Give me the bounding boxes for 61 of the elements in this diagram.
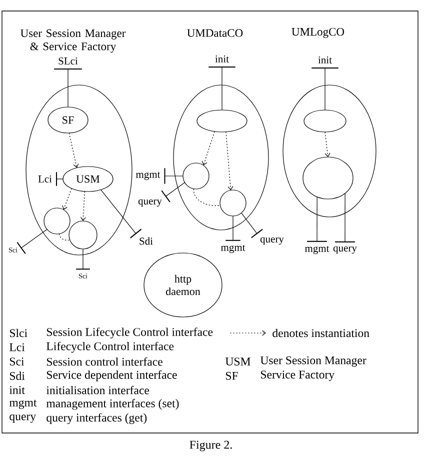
interface-line <box>54 68 82 108</box>
definition: Service dependent interface <box>46 370 177 382</box>
definition: Lifecycle Control interface <box>46 342 174 353</box>
interface-line <box>226 216 240 241</box>
caption: Figure 2. <box>190 440 232 452</box>
definition: management interfaces (set) <box>46 398 179 410</box>
object-circle <box>182 162 210 190</box>
interface-line <box>76 248 90 270</box>
dashed-arrow <box>202 131 215 166</box>
dashed-arrow <box>226 132 234 190</box>
abbreviation: SF <box>226 372 238 380</box>
interface-label: query <box>333 246 357 254</box>
interface-label: Lci <box>38 175 52 183</box>
interface-label: query <box>138 199 162 207</box>
interface-label: Sdi <box>140 237 153 245</box>
dashed-arrow <box>80 191 86 221</box>
heading: User Session Manager & Service Factory <box>20 29 126 53</box>
heading: UMDataCO <box>187 29 243 37</box>
object-ellipse <box>304 110 346 132</box>
dashed-arrow <box>62 188 72 210</box>
abbreviation: Slci <box>10 328 28 338</box>
interface-label: mgmt <box>220 244 246 254</box>
object-circle <box>68 220 98 250</box>
interface-line <box>16 229 48 254</box>
abbreviation: Lci <box>10 343 25 352</box>
object-ellipse <box>196 110 248 132</box>
dashed-arrow <box>324 132 330 157</box>
dotted-curve <box>58 234 70 241</box>
interface-line <box>161 182 186 202</box>
interface-label: SLci <box>58 57 78 65</box>
interface-label: query <box>260 237 284 245</box>
legend-text: denotes instantiation <box>272 328 370 338</box>
heading: UMLogCO <box>292 28 344 38</box>
interface-line <box>312 68 338 110</box>
interface-line <box>164 168 184 184</box>
dashed-arrow <box>68 132 79 168</box>
interface-label: init <box>215 55 229 63</box>
abbreviation: Sdi <box>10 372 25 380</box>
interface-label: mgmt <box>304 246 330 254</box>
definition: Session control interface <box>46 357 162 366</box>
abbreviation: init <box>9 386 25 394</box>
interface-label: mgmt <box>136 172 160 180</box>
interface-line <box>56 172 64 186</box>
interface-line <box>241 212 263 238</box>
object-circle <box>220 190 246 216</box>
abbreviation: mgmt <box>9 400 37 409</box>
interface-line <box>208 66 236 110</box>
interface-line <box>335 193 355 242</box>
definition: Service Factory <box>260 370 335 381</box>
abbreviation: Sci <box>10 358 24 366</box>
dotted-curve <box>193 188 220 206</box>
abbreviation: USM <box>225 358 250 366</box>
interface-line <box>307 196 327 242</box>
object-ellipse <box>302 156 354 200</box>
definition: query interfaces (get) <box>46 413 147 424</box>
interface-label: init <box>318 56 332 64</box>
interface-line <box>100 189 142 238</box>
definition: initialisation interface <box>46 386 150 394</box>
definition: User Session Manager <box>260 356 366 367</box>
object-circle <box>44 208 70 234</box>
abbreviation: query <box>10 414 36 423</box>
